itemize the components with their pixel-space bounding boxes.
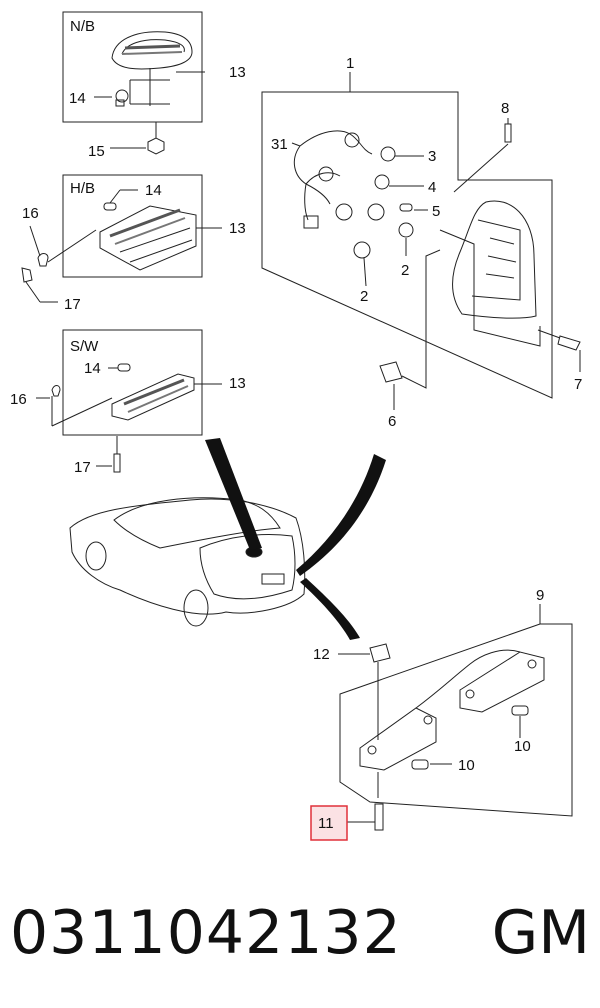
callout-13: 13: [229, 64, 246, 81]
socket-icon: [367, 203, 385, 221]
callout-17: 17: [64, 296, 81, 313]
screw-icon: [504, 123, 512, 143]
car-body: [69, 498, 306, 615]
callout-15: 15: [88, 143, 105, 160]
bulb-icon: [374, 174, 390, 190]
bracket-icon: [379, 361, 403, 383]
hb-lamp-housing: [99, 205, 197, 271]
nb-third-brake-light-group: [62, 11, 205, 155]
screw-icon: [374, 803, 384, 831]
callout-16: 16: [22, 205, 39, 222]
socket-icon: [318, 166, 334, 182]
socket-icon: [344, 132, 360, 148]
plate-bulb-icon: [511, 705, 529, 716]
callout-6: 6: [388, 413, 396, 430]
plate-bulb-icon: [411, 759, 429, 770]
footer: 0311042132 GM: [10, 878, 590, 988]
nb-box: [62, 11, 203, 123]
socket-icon: [335, 203, 353, 221]
nb-lamp-housing: [111, 31, 193, 70]
pointer-arrow: [296, 454, 386, 576]
car-front-wheel: [85, 541, 107, 571]
car-rear-wheel: [183, 589, 209, 627]
hb-box: [62, 174, 203, 278]
callout-2: 2: [360, 288, 368, 305]
callout-8: 8: [501, 100, 509, 117]
sw-label: S/W: [70, 338, 99, 355]
nut-icon: [147, 137, 165, 155]
callout-1: 1: [346, 55, 354, 72]
clip-icon: [369, 643, 391, 663]
nb-bulb-icon: [115, 89, 129, 103]
bulb-icon: [399, 203, 413, 212]
callout-10: 10: [458, 757, 475, 774]
connector-icon: [303, 215, 319, 229]
sw-box: [62, 329, 203, 436]
bulb-icon: [380, 146, 396, 162]
car-trunk: [199, 534, 296, 600]
callout-2: 2: [401, 262, 409, 279]
car-illustration: [69, 497, 306, 627]
callout-5: 5: [432, 203, 440, 220]
callout-10: 10: [514, 738, 531, 755]
license-plate: [261, 573, 285, 585]
lamp-assembly-outline: [261, 72, 553, 399]
hb-third-brake-light-group: [21, 174, 222, 303]
callout-9: 9: [536, 587, 544, 604]
callout-31: 31: [271, 136, 288, 153]
brand-name: GM: [491, 898, 590, 968]
license-plate-lamp-group: [338, 604, 573, 831]
sw-third-brake-light-group: [36, 329, 222, 473]
callout-3: 3: [428, 148, 436, 165]
callout-14: 14: [84, 360, 101, 377]
screw-icon: [557, 335, 581, 351]
plate-lamp-right: [459, 651, 545, 713]
nb-label: N/B: [70, 18, 95, 35]
callout-14: 14: [69, 90, 86, 107]
callout-17: 17: [74, 459, 91, 476]
sw-bulb-icon: [117, 363, 131, 372]
callout-13: 13: [229, 375, 246, 392]
pointer-arrow: [300, 578, 360, 640]
screw-icon: [113, 453, 121, 473]
clip-icon: [37, 253, 49, 267]
callout-7: 7: [574, 376, 582, 393]
highlighted-part-frame: [310, 805, 348, 841]
plate-lamp-outline: [339, 604, 573, 817]
tail-lamp-body: [452, 200, 537, 319]
exploded-parts-diagram: N/B H/B S/W 1 2 2 3 4 5 6 7 8 9 10 10 11…: [10, 11, 582, 841]
clip-icon: [51, 385, 61, 397]
rear-combination-lamp-group: [261, 72, 581, 410]
car-windows: [113, 497, 281, 549]
hb-bulb-icon: [103, 202, 117, 211]
wiring-harness: [299, 130, 373, 155]
pointer-arrow: [205, 438, 262, 550]
callout-16: 16: [10, 391, 27, 408]
bulb-icon: [398, 222, 414, 238]
sw-lamp-housing: [111, 373, 195, 421]
callout-11: 11: [318, 815, 334, 832]
callout-12: 12: [313, 646, 330, 663]
bulb-icon: [353, 241, 371, 259]
callout-14: 14: [145, 182, 162, 199]
callout-13: 13: [229, 220, 246, 237]
hb-label: H/B: [70, 180, 95, 197]
screw-icon: [21, 267, 33, 283]
part-number: 0311042132: [10, 898, 402, 968]
callout-4: 4: [428, 179, 436, 196]
